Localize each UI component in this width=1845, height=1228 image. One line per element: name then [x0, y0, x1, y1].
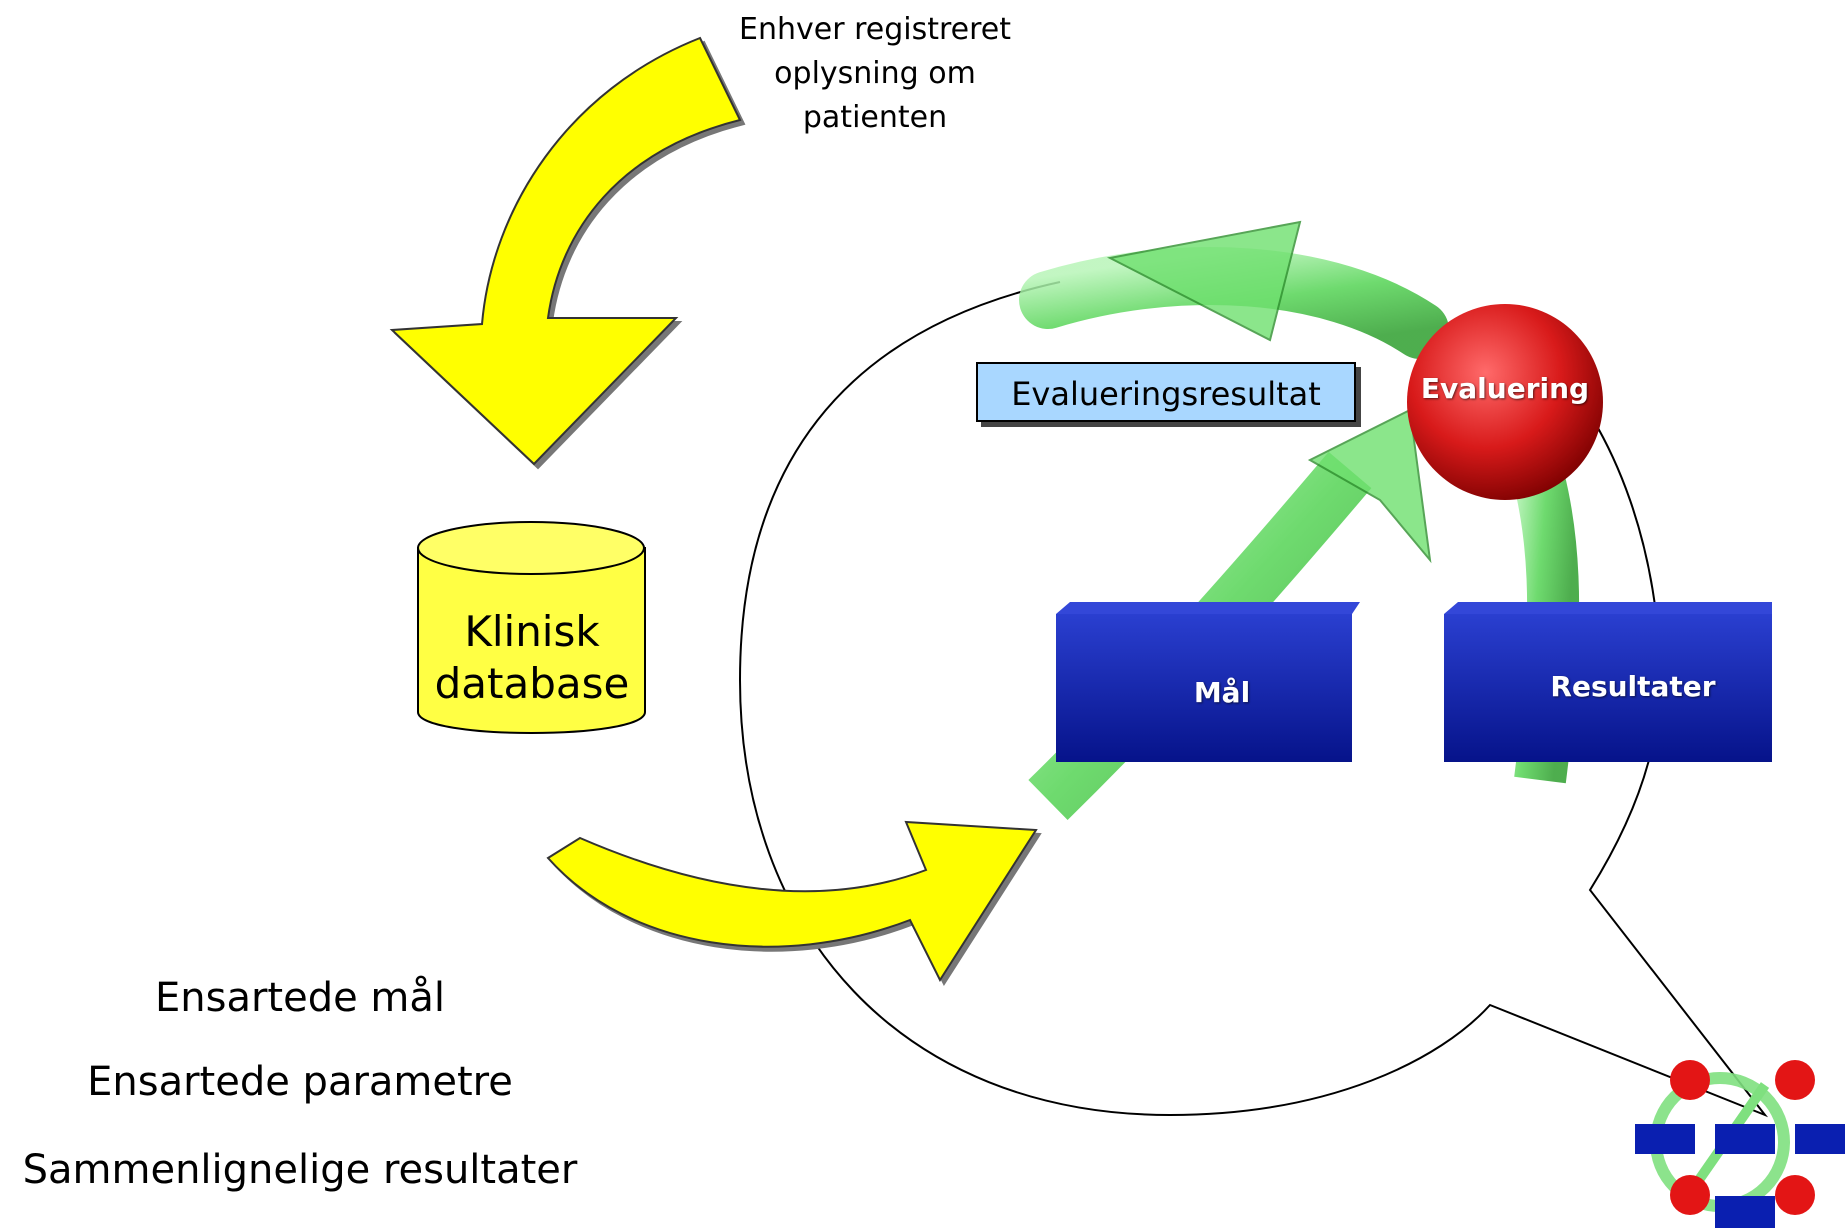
- evaluation-node-label: Evaluering: [1420, 372, 1590, 405]
- incoming-data-arrow: [389, 36, 742, 466]
- database-label-line-1: Klinisk: [464, 607, 600, 656]
- patient-info-line-2: oplysning om: [774, 56, 976, 91]
- evaluation-node-ball: [1407, 304, 1603, 500]
- database-label-line-2: database: [434, 659, 630, 708]
- patient-info-line-1: Enhver registreret: [739, 12, 1011, 47]
- evaluation-result-box: Evalueringsresultat: [976, 362, 1356, 422]
- goals-node-label: Mål: [1193, 676, 1251, 709]
- criteria-item-1: Ensartede mål: [154, 975, 446, 1021]
- criteria-item-2: Ensartede parametre: [87, 1059, 513, 1105]
- results-node-label: Resultater: [1550, 670, 1716, 703]
- patient-info-line-3: patienten: [802, 100, 948, 135]
- patient-info-note: Enhver registreret oplysning om patiente…: [690, 8, 1060, 140]
- database-cylinder: [417, 521, 646, 734]
- criteria-item-3: Sammenlignelige resultater: [22, 1147, 578, 1193]
- database-label: Klinisk database: [418, 606, 646, 710]
- results-node-box: [1444, 602, 1772, 762]
- cycle-logo: [1635, 1060, 1845, 1228]
- goals-node-box: [1056, 602, 1360, 762]
- outgoing-data-arrow: [546, 820, 1038, 983]
